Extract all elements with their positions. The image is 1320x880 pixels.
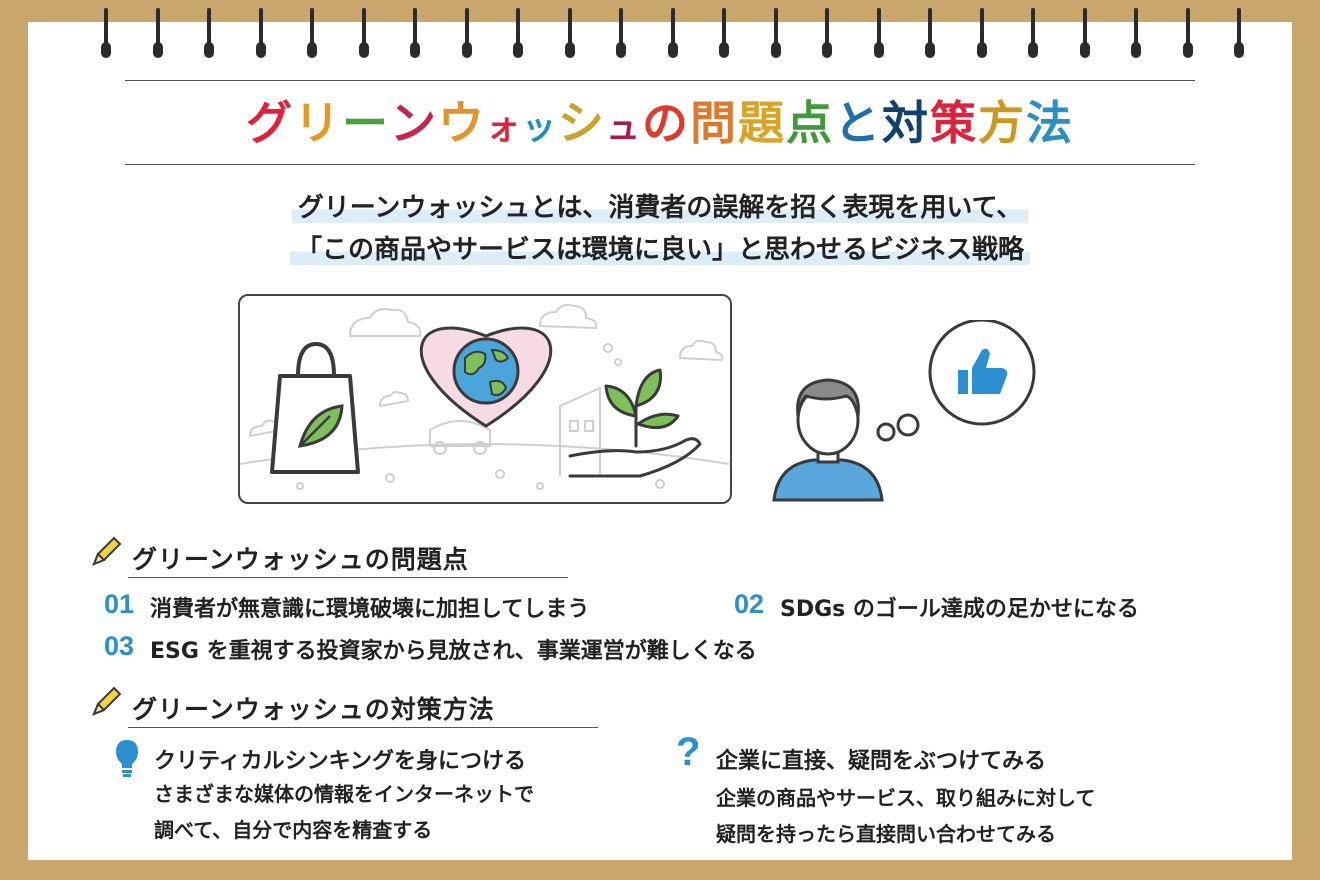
title-char: 方 [978,96,1026,150]
lightbulb-icon [116,740,138,777]
binding-ring [1028,8,1038,58]
title-char: ォ [486,108,522,148]
binding-ring [1079,8,1090,58]
title-char: 法 [1026,96,1074,150]
problem-number-03: 03 [104,631,135,661]
binding-ring [719,8,729,58]
measure-left-title: クリティカルシンキングを身につける [154,749,527,774]
title-char: ー [342,96,390,150]
problem-item-01: 消費者が無意識に環境破壊に加担してしまう [150,597,590,622]
person-hair [796,378,860,417]
measure-left-line-2: 調べて、自分で内容を精査する [154,818,433,842]
spiral-binding [0,0,1320,70]
car-icon [429,420,491,447]
binding-ring [616,8,626,58]
question-mark-icon: ? [676,730,701,774]
measures-heading: グリーンウォッシュの対策方法 [88,686,618,728]
cloud-icon [348,308,422,337]
problem-item-03: ESG を重視する投資家から見放され、事業運営が難しくなる [150,639,757,664]
title-char: ュ [606,108,642,148]
problem-number-01: 01 [104,589,135,619]
cloud-icon [678,339,724,362]
title-char: 題 [738,96,786,150]
binding-ring [513,8,523,58]
problems-heading-text: グリーンウォッシュの問題点 [132,545,469,574]
thumbs-up-icon [958,348,1008,394]
title-char: ッ [522,108,558,148]
title-char: 対 [882,96,930,150]
title-char: グ [246,96,294,150]
person-body [772,458,884,502]
title-rule-bottom [125,164,1195,165]
eco-scene-art [239,303,730,490]
pencil-icon [92,536,122,566]
title-char: シ [558,96,606,150]
eco-scene-illustration [238,294,732,504]
title-char: ウ [438,96,486,150]
binding-ring [1182,8,1193,58]
measure-left-line-1: さまざまな媒体の情報をインターネットで [154,782,534,806]
building-icon [559,386,601,476]
binding-ring [152,8,163,58]
binding-ring [255,8,266,58]
binding-ring [307,8,317,58]
title-rule-top [125,80,1195,81]
person-art [772,318,1036,502]
problem-item-02: SDGs のゴール達成の足かせになる [780,597,1139,622]
cloud-icon [538,303,598,330]
title-char: 策 [930,96,978,150]
problem-number-02: 02 [734,589,765,619]
lead-line-2: 「この商品やサービスは環境に良い」と思わせるビジネス戦略 [180,232,1140,268]
earth-icon [452,337,520,405]
lead-line-1: グリーンウォッシュとは、消費者の誤解を招く表現を用いて、 [180,190,1140,226]
title-char: リ [294,96,342,150]
binding-ring [873,8,884,58]
binding-ring [101,8,111,58]
binding-ring [204,8,214,58]
binding-ring [822,8,832,58]
title-char: と [834,96,882,150]
person-thinking-illustration [760,318,1060,510]
binding-ring [1131,8,1141,58]
measure-right-line-1: 企業の商品やサービス、取り組みに対して [716,786,1096,810]
shopping-bag-icon [270,342,360,474]
binding-ring [1234,8,1244,58]
binding-ring [358,8,369,58]
measures-heading-text: グリーンウォッシュの対策方法 [132,695,495,724]
plant-hand-icon [568,368,702,478]
pencil-icon [92,686,122,716]
binding-ring [667,8,678,58]
title-char: ン [390,96,438,150]
measure-right-line-2: 疑問を持ったら直接問い合わせてみる [716,822,1056,846]
page-title: グリーンウォッシュの問題点と対策方法 [125,86,1195,160]
binding-ring [410,8,420,58]
title-char: の [642,96,690,150]
binding-ring [461,8,472,58]
binding-ring [976,8,987,58]
title-char: 問 [690,96,738,150]
binding-ring [925,8,935,58]
title-char: 点 [786,96,834,150]
binding-ring [564,8,575,58]
measure-right-title: 企業に直接、疑問をぶつけてみる [716,749,1047,774]
binding-ring [770,8,781,58]
cloud-icon [378,391,410,408]
problems-heading: グリーンウォッシュの問題点 [88,536,588,578]
